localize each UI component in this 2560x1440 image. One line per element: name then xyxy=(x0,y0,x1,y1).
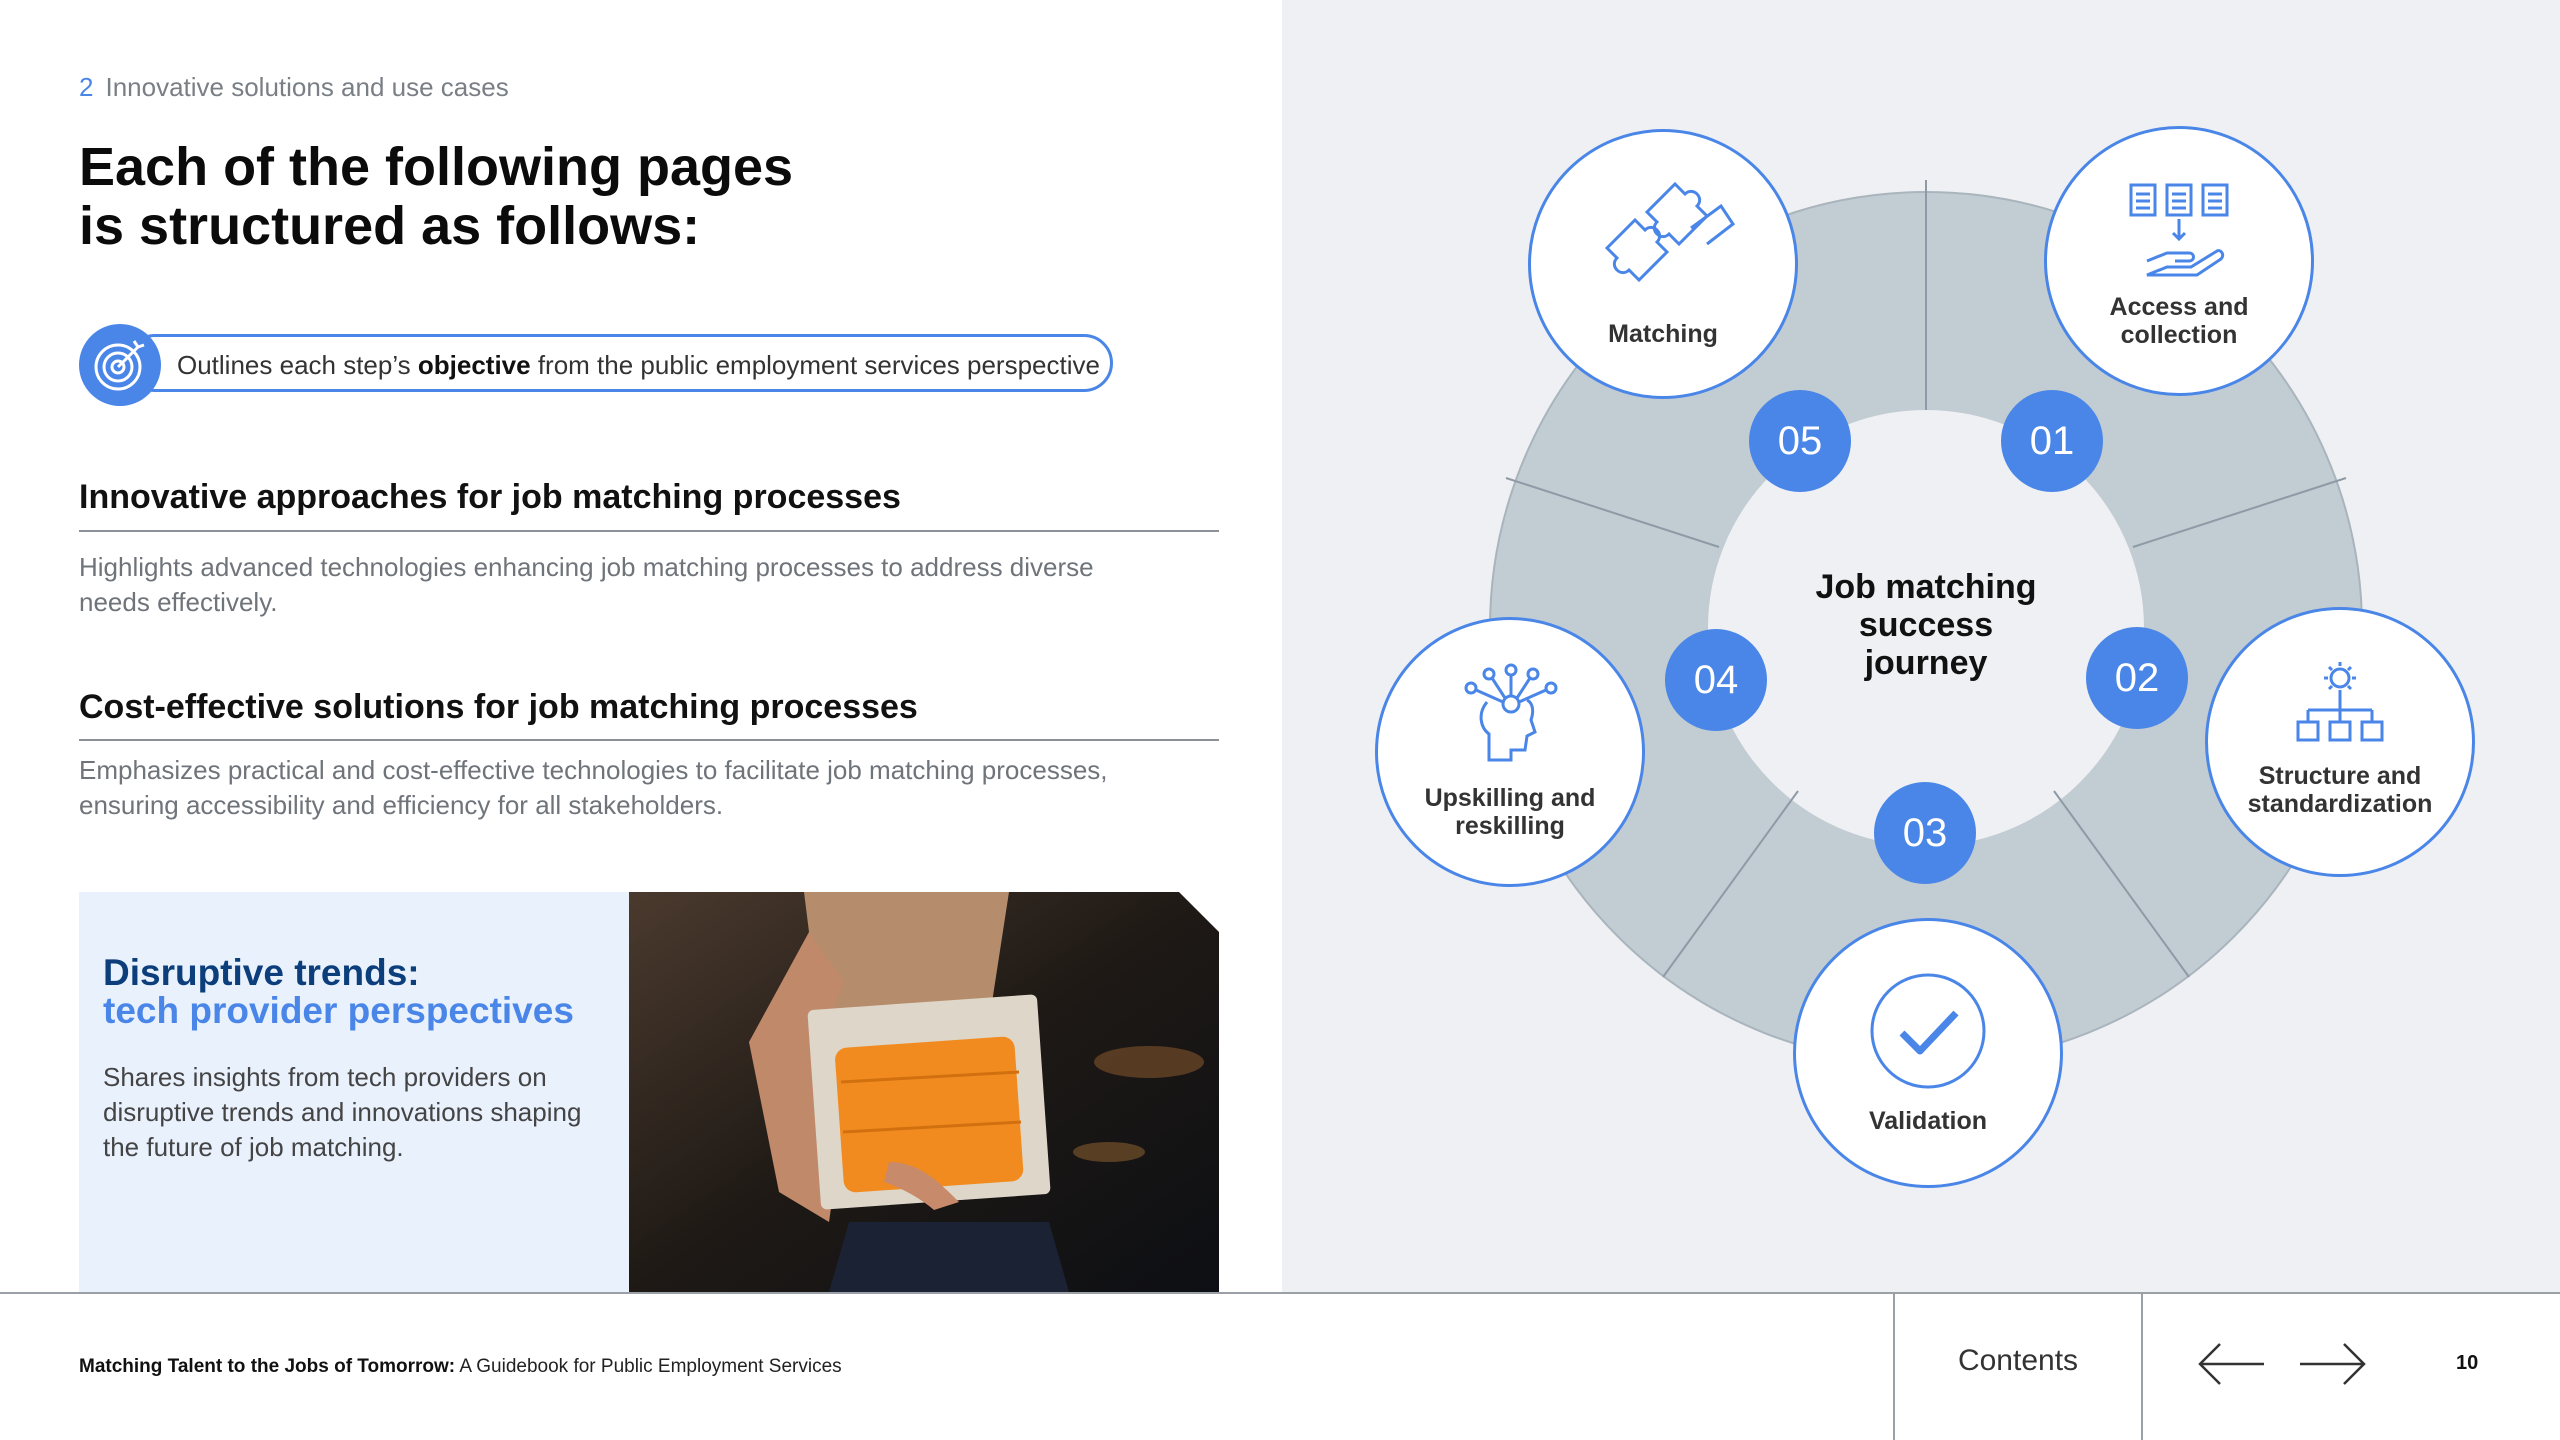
section-body-cost-effective: Emphasizes practical and cost-effective … xyxy=(79,755,1108,820)
card-body: Shares insights from tech providers on d… xyxy=(103,1062,582,1162)
step-label-line2: standardization xyxy=(2247,790,2433,818)
diagram-center-title: Job matching success journey xyxy=(1776,568,2076,682)
checkmark-circle-icon xyxy=(1870,973,1986,1089)
step-label-line1: Validation xyxy=(1868,1107,1988,1135)
contents-link[interactable]: Contents xyxy=(1957,1344,2079,1377)
step-label: Access and collection xyxy=(2047,293,2311,349)
section-name: Innovative solutions and use cases xyxy=(105,72,509,102)
step-label: Structure and standardization xyxy=(2208,762,2472,818)
section-label: 2 Innovative solutions and use cases xyxy=(79,72,509,103)
step-label: Validation xyxy=(1796,1107,2060,1135)
center-line2: success xyxy=(1858,606,1994,644)
footer-divider xyxy=(0,1292,2560,1294)
head-network-icon xyxy=(1464,663,1558,762)
objective-text-bold: objective xyxy=(417,350,531,380)
step-label-line1: Access and xyxy=(2109,293,2249,321)
center-line1: Job matching xyxy=(1815,568,2037,606)
step-structure-and-standardization: Structure and standardization xyxy=(2205,607,2475,877)
card-title-line2: tech provider perspectives xyxy=(103,990,574,1031)
page-title: Each of the following pages is structure… xyxy=(79,138,1179,256)
card-title-line1: Disruptive trends: xyxy=(103,952,420,993)
objective-text-after: from the public employment services pers… xyxy=(530,350,1100,380)
step-label-line2: collection xyxy=(2120,321,2238,349)
step-number-badge: 05 xyxy=(1749,390,1851,492)
step-label-line1: Structure and xyxy=(2258,762,2422,790)
step-label: Matching xyxy=(1531,320,1795,348)
puzzle-icon xyxy=(1604,181,1736,283)
step-label-line2: reskilling xyxy=(1455,812,1565,840)
step-label-line1: Matching xyxy=(1608,320,1718,348)
step-number-badge: 01 xyxy=(2001,390,2103,492)
step-number-badge: 02 xyxy=(2086,627,2188,729)
objective-pill: Outlines each step’s objective from the … xyxy=(126,334,1113,392)
step-matching: Matching xyxy=(1528,129,1798,399)
step-label: Upskilling and reskilling xyxy=(1378,784,1642,840)
objective-text-before: Outlines each step’s xyxy=(177,350,418,380)
section-heading-cost-effective: Cost-effective solutions for job matchin… xyxy=(79,688,918,726)
previous-page-arrow-icon[interactable] xyxy=(2196,1340,2268,1388)
footer-separator xyxy=(1893,1294,1895,1440)
step-number-badge: 03 xyxy=(1874,782,1976,884)
gear-hierarchy-icon xyxy=(2296,662,2384,742)
ring-segment-lines xyxy=(1505,180,2347,978)
footer-publication-title: Matching Talent to the Jobs of Tomorrow:… xyxy=(79,1356,842,1378)
objective-text: Outlines each step’s objective from the … xyxy=(177,350,1100,381)
section-divider xyxy=(79,530,1219,532)
section-body-innovative: Highlights advanced technologies enhanci… xyxy=(79,552,1094,617)
section-heading-innovative: Innovative approaches for job matching p… xyxy=(79,478,901,516)
documents-hand-icon xyxy=(2129,183,2229,277)
step-number-badge: 04 xyxy=(1665,629,1767,731)
footer-title-bold: Matching Talent to the Jobs of Tomorrow: xyxy=(79,1356,456,1377)
step-access-and-collection: Access and collection xyxy=(2044,126,2314,396)
step-upskilling-and-reskilling: Upskilling and reskilling xyxy=(1375,617,1645,887)
person-holding-tablet-photo xyxy=(629,892,1219,1292)
section-number: 2 xyxy=(79,72,94,102)
page-title-line2: is structured as follows: xyxy=(79,196,701,256)
section-divider xyxy=(79,739,1219,741)
footer-title-rest: A Guidebook for Public Employment Servic… xyxy=(455,1356,842,1377)
next-page-arrow-icon[interactable] xyxy=(2296,1340,2368,1388)
step-validation: Validation xyxy=(1793,918,2063,1188)
center-line3: journey xyxy=(1864,644,1988,682)
footer-separator xyxy=(2141,1294,2143,1440)
step-label-line1: Upskilling and xyxy=(1424,784,1596,812)
page-title-line1: Each of the following pages xyxy=(79,137,794,197)
disruptive-trends-card: Disruptive trends: tech provider perspec… xyxy=(79,892,629,1292)
target-icon xyxy=(79,324,161,406)
page-number: 10 xyxy=(2456,1352,2479,1374)
